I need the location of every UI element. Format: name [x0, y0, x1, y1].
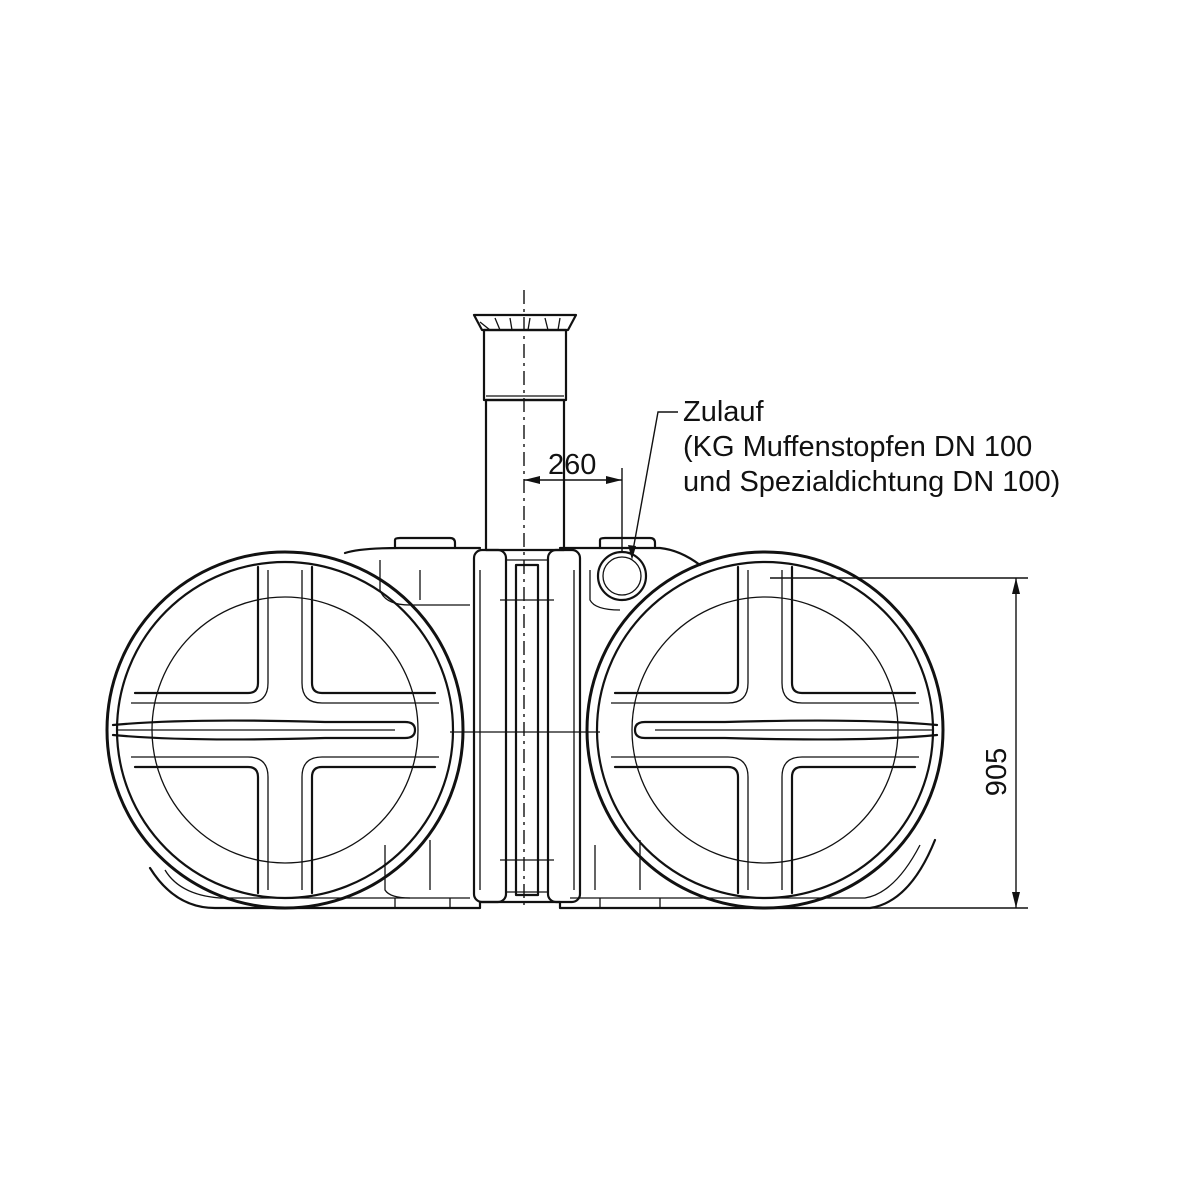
inlet-label-line1: (KG Muffenstopfen DN 100	[683, 431, 1032, 463]
inlet-leader	[628, 411, 678, 560]
dimension-905: 905	[770, 577, 1028, 909]
dimension-260: 260	[524, 449, 623, 552]
inlet-label-line2: und Spezialdichtung DN 100)	[683, 466, 1060, 498]
inlet-label: Zulauf	[683, 396, 765, 428]
dimension-260-label: 260	[548, 449, 596, 481]
lower-saddles	[384, 840, 661, 908]
dimension-905-label: 905	[981, 748, 1013, 796]
riser-telescope	[472, 313, 578, 552]
inlet-pipe-stub	[596, 550, 648, 602]
center-coupling	[472, 548, 582, 904]
